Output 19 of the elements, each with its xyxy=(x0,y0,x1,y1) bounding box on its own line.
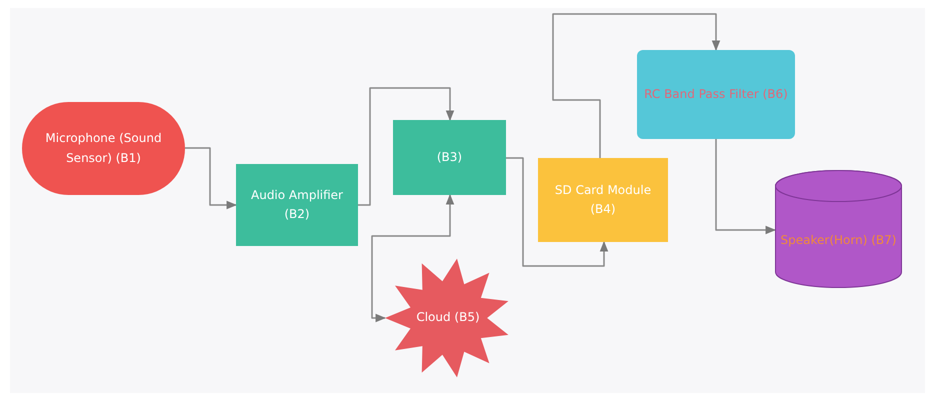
arrow xyxy=(715,139,776,234)
arrow xyxy=(358,87,454,206)
node-label: SD Card Module (B4) xyxy=(554,182,652,218)
process-box xyxy=(637,50,795,139)
arrow xyxy=(552,13,720,158)
node-label: Cloud (B5) xyxy=(416,309,480,326)
process-box xyxy=(393,120,506,195)
starburst-shape xyxy=(385,258,511,378)
node-label: Microphone (Sound Sensor) (B1) xyxy=(44,130,163,166)
node-label: RC Band Pass Filter (B6) xyxy=(644,86,788,103)
arrow xyxy=(185,147,238,210)
cylinder-shape xyxy=(775,170,902,288)
arrow xyxy=(506,157,608,267)
process-box xyxy=(538,158,668,242)
arrow xyxy=(371,194,454,322)
node-label: (B3) xyxy=(436,148,462,166)
node-label: Speaker(Horn) (B7) xyxy=(780,232,896,250)
process-box xyxy=(236,164,358,246)
node-label: Audio Amplifier (B2) xyxy=(250,186,344,223)
